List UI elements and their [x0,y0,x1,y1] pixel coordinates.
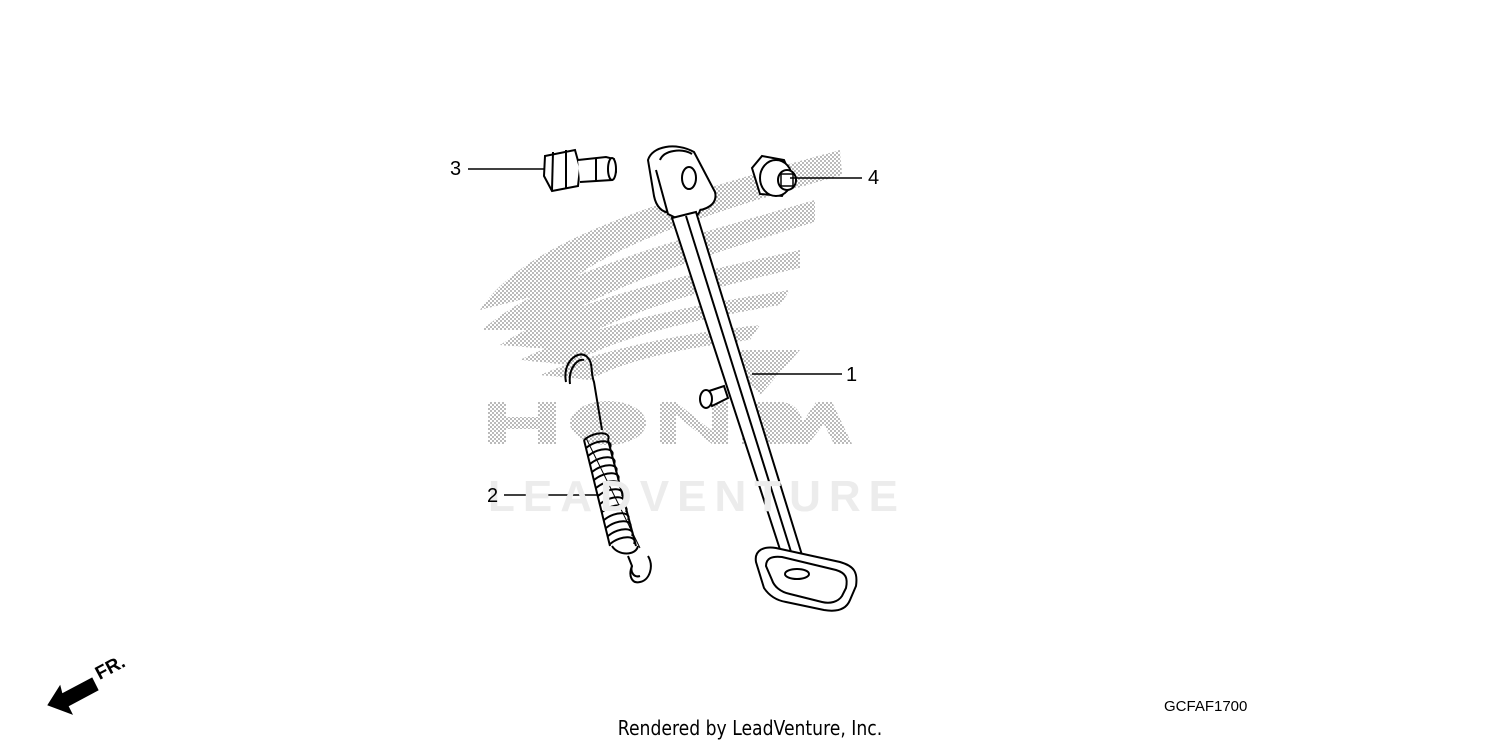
diagram-code: GCFAF1700 [1164,698,1248,715]
leader-lines [468,168,862,496]
callout-1: 1 [846,364,858,386]
render-credit: Rendered by LeadVenture, Inc. [617,716,883,740]
front-direction-arrow [47,677,99,715]
honda-letters-watermark [488,401,852,445]
part-4-nut [750,154,797,198]
part-3-bolt [542,148,618,193]
callout-3: 3 [450,158,462,180]
honda-wing-watermark [480,150,842,395]
callout-4: 4 [868,167,880,189]
part-1-side-stand [646,145,858,612]
callout-2: 2 [487,485,499,507]
leadventure-watermark: LEADVENTURE [488,472,907,521]
part-2-spring [564,353,652,584]
